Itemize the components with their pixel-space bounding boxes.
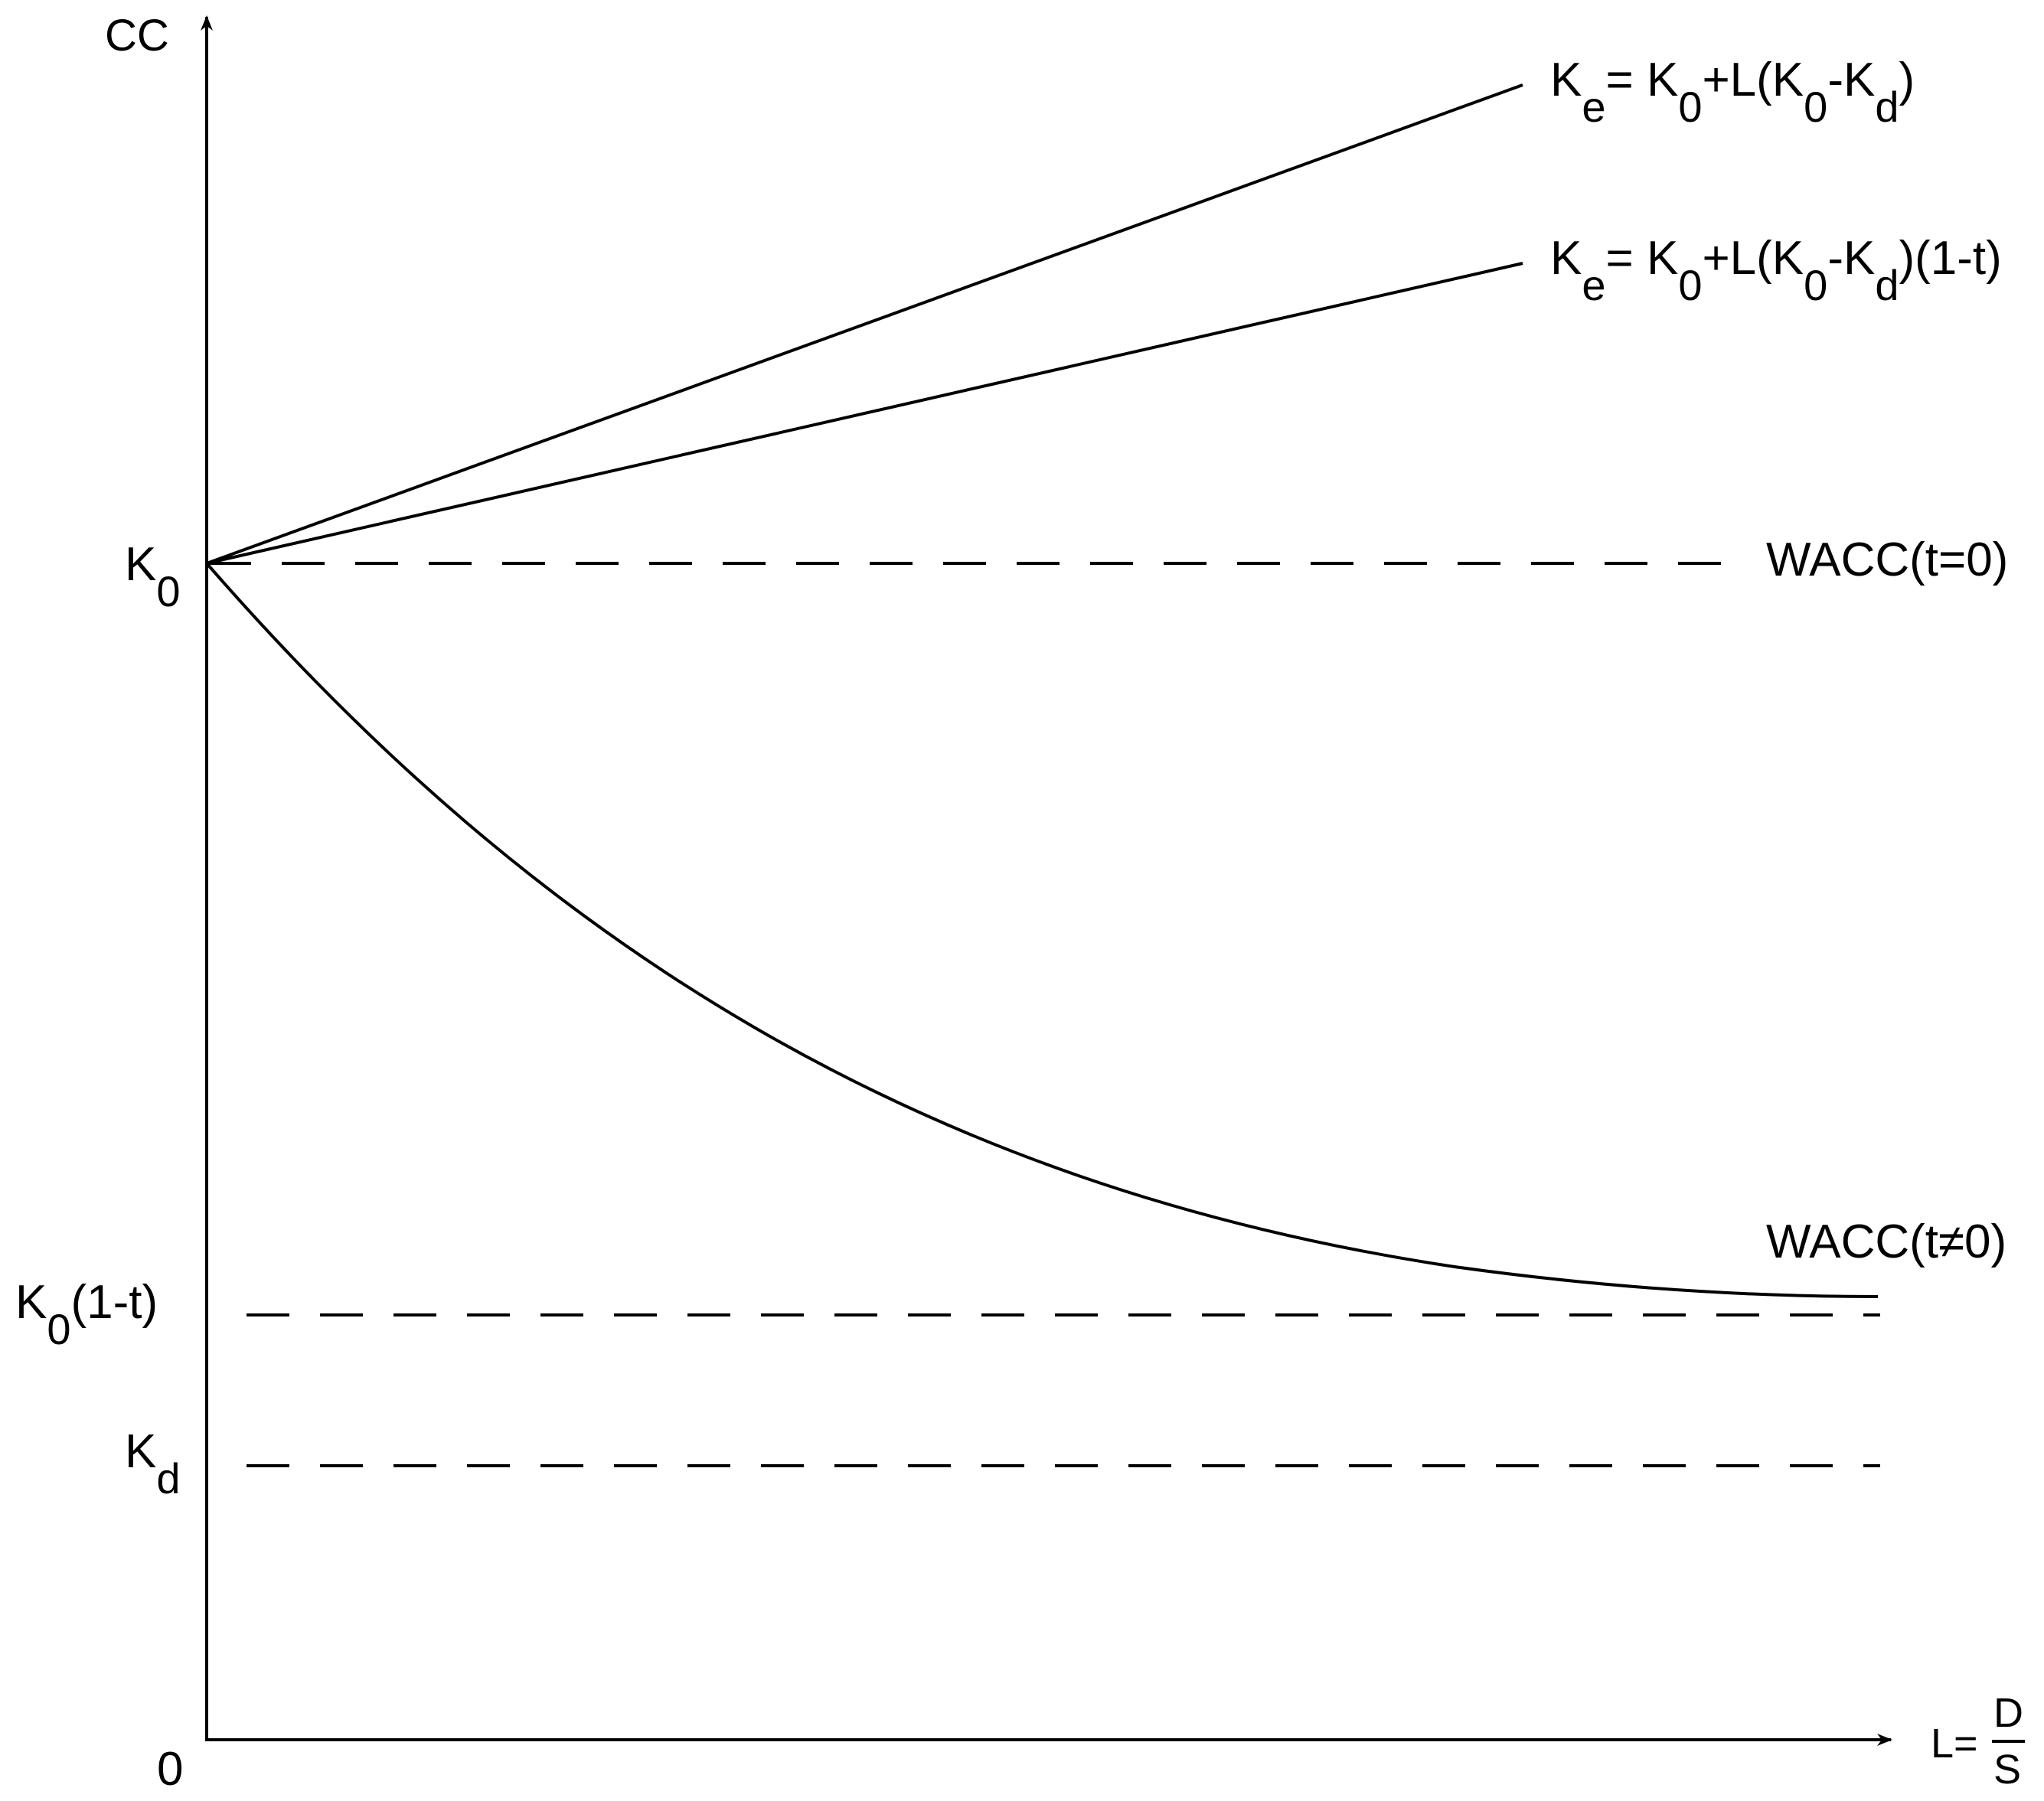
label-text: = K xyxy=(1606,232,1679,285)
x-axis-label-main: L= xyxy=(1931,1721,1978,1767)
label-text: +L(K xyxy=(1702,232,1804,285)
subscript: d xyxy=(1875,261,1899,309)
subscript: 0 xyxy=(1804,83,1827,131)
label-text: K xyxy=(125,1425,156,1478)
ke-no-tax-label: Ke= K0+L(K0-Kd) xyxy=(1550,54,1915,131)
x-axis-label-numerator: D xyxy=(1993,1690,2023,1736)
label-text: (1-t) xyxy=(71,1276,158,1329)
x-axis-label: L= D S xyxy=(1931,1690,2025,1793)
ke-tax-line xyxy=(206,262,1523,565)
kd-level-label: Kd xyxy=(125,1425,181,1502)
label-text: WACC(t=0) xyxy=(1766,533,2008,586)
wacc-tax-curve xyxy=(205,562,1879,1298)
subscript: e xyxy=(1582,261,1605,309)
ke-no-tax-line xyxy=(206,83,1523,565)
subscript: 0 xyxy=(156,567,180,615)
subscript: 0 xyxy=(1804,261,1827,309)
label-text: K xyxy=(1550,232,1582,285)
subscript: e xyxy=(1582,83,1605,131)
subscript: 0 xyxy=(1678,261,1702,309)
label-text: = K xyxy=(1606,54,1679,106)
label-text: -K xyxy=(1827,232,1875,285)
x-axis-label-denominator: S xyxy=(1993,1747,2021,1793)
origin-label: 0 xyxy=(157,1743,183,1796)
y-axis-label: CC xyxy=(105,11,169,60)
k0-1-t-level-label: K0(1-t) xyxy=(15,1276,158,1353)
subscript: d xyxy=(1875,83,1899,131)
label-text: -K xyxy=(1827,54,1875,106)
label-text: K xyxy=(1550,54,1582,106)
k0-level-label: K0 xyxy=(125,538,181,615)
wacc-no-tax-label: WACC(t=0) xyxy=(1766,533,2008,586)
wacc-tax-label: WACC(t≠0) xyxy=(1766,1215,2006,1268)
label-text: +L(K xyxy=(1702,54,1804,106)
subscript: 0 xyxy=(47,1305,70,1353)
label-text: K xyxy=(15,1276,47,1329)
label-text: WACC(t≠0) xyxy=(1766,1215,2006,1268)
label-text: K xyxy=(125,538,156,591)
ke-tax-label: Ke= K0+L(K0-Kd)(1-t) xyxy=(1550,232,2002,309)
label-text: )(1-t) xyxy=(1899,232,2001,285)
subscript: d xyxy=(156,1454,180,1502)
label-text: ) xyxy=(1899,54,1915,106)
subscript: 0 xyxy=(1678,83,1702,131)
